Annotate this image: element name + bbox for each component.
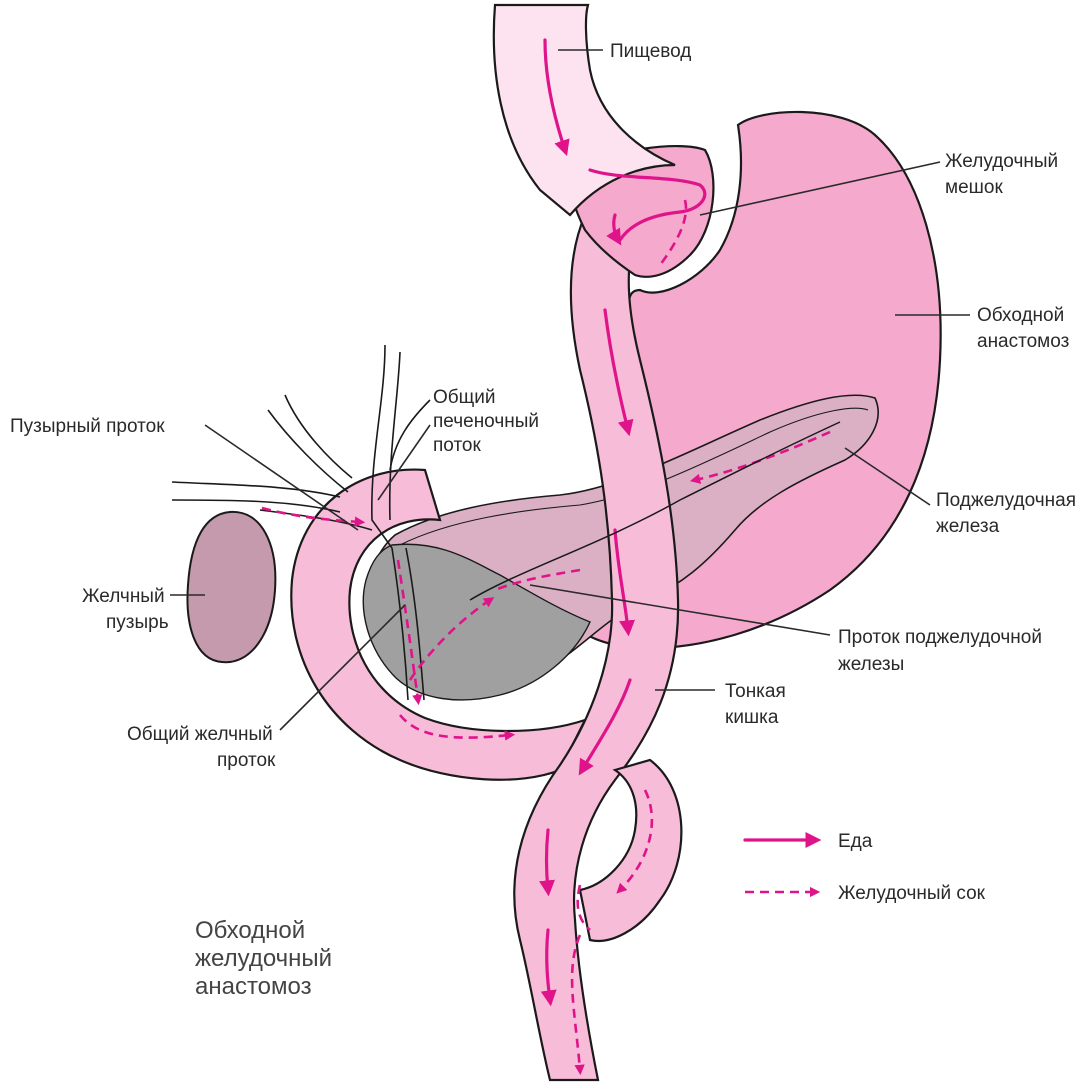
label-bypass-line1: Обходной [977,305,1064,326]
label-pancreatic-duct-line2: железы [838,654,904,675]
label-hepatic-line1: Общий [433,387,496,408]
label-cystic-duct: Пузырный проток [10,416,165,437]
label-pancreas-line2: железа [936,516,1000,537]
label-pancreas-line1: Поджелудочная [936,490,1076,511]
label-small-intestine-line2: кишка [725,707,779,728]
label-pancreatic-duct-line1: Проток поджелудочной [838,627,1042,648]
label-esophagus: Пищевод [610,41,691,62]
label-bypass-line2: анастомоз [977,331,1069,352]
label-gallbladder-line1: Желчный [82,586,165,607]
label-bile-duct-line2: проток [217,750,276,771]
diagram-title: Обходной желудочный анастомоз [195,917,332,1000]
label-bile-duct-line1: Общий желчный [127,724,273,745]
title-line1: Обходной [195,917,305,944]
label-gastric-pouch-line1: Желудочный [945,151,1058,172]
legend-food-label: Еда [838,831,873,852]
label-hepatic-line2: печеночный [433,411,539,432]
title-line3: анастомоз [195,973,312,1000]
legend-juice-label: Желудочный сок [838,883,986,904]
label-gallbladder-line2: пузырь [106,612,169,633]
label-gastric-pouch-line2: мешок [945,177,1003,198]
gallbladder [187,512,275,662]
label-hepatic-line3: поток [433,435,481,456]
title-line2: желудочный [195,945,332,972]
label-small-intestine-line1: Тонкая [725,681,786,702]
legend: Еда Желудочный сок [745,831,986,904]
